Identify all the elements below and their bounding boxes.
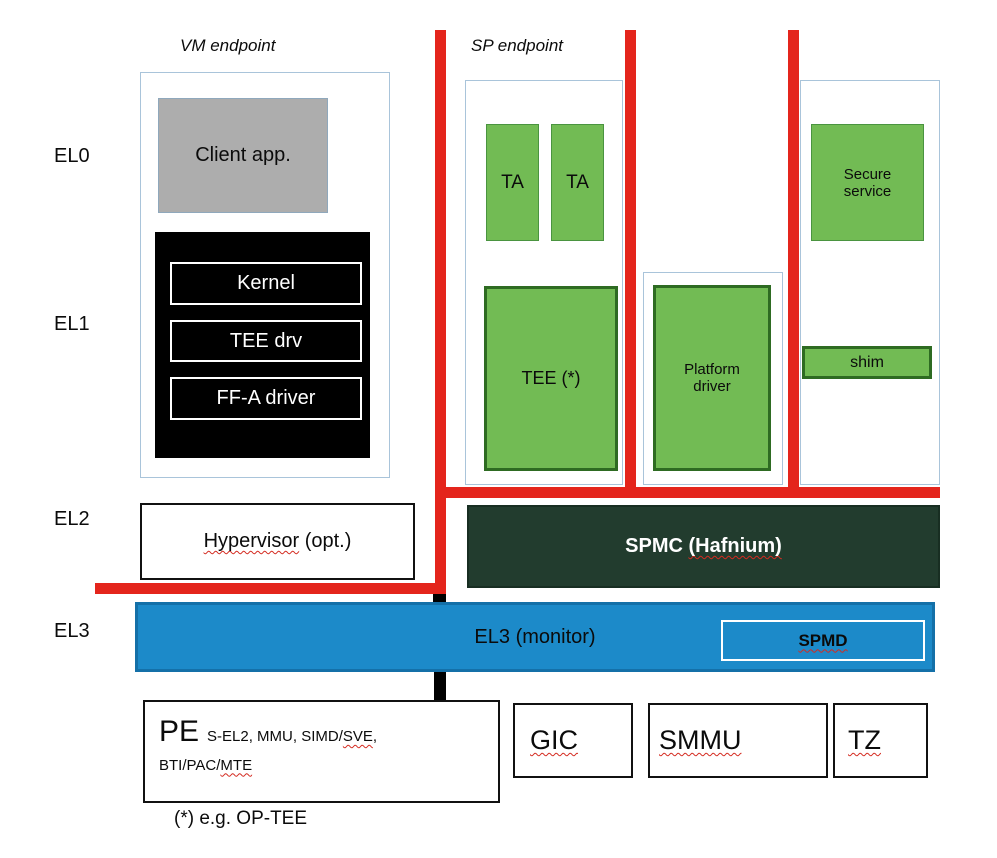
red-line-vertical-2 <box>625 30 636 498</box>
pe-label: PE <box>159 715 200 748</box>
ta-box-2: TA <box>551 124 604 241</box>
red-line-vertical-3 <box>788 30 799 498</box>
sp-endpoint-container-3: Secure service shim <box>800 80 940 485</box>
ta-box-1: TA <box>486 124 539 241</box>
spmc-label: SPMC (Hafnium) <box>625 535 782 557</box>
spmc-box: SPMC (Hafnium) <box>467 505 940 588</box>
secure-service-label: Secure service <box>843 165 892 200</box>
kernel-label: Kernel <box>237 272 295 294</box>
smmu-label: SMMU <box>659 725 742 755</box>
tee-label: TEE (*) <box>521 368 581 388</box>
kernel-stack: Kernel TEE drv FF-A driver <box>155 232 370 458</box>
ta-label-1: TA <box>501 171 524 193</box>
tz-label: TZ <box>848 725 881 755</box>
smmu-box: SMMU <box>648 703 828 778</box>
el0-label: EL0 <box>54 145 90 167</box>
sp-endpoint-container-1: TA TA TEE (*) <box>465 80 623 485</box>
el3-monitor-box: EL3 (monitor) SPMD <box>135 602 935 672</box>
client-app-box: Client app. <box>158 98 328 213</box>
tz-box: TZ <box>833 703 928 778</box>
red-line-horizontal-sp <box>441 487 940 498</box>
footnote: (*) e.g. OP-TEE <box>174 808 308 829</box>
tee-drv-label: TEE drv <box>229 329 303 352</box>
shim-box: shim <box>802 346 932 379</box>
el2-label: EL2 <box>54 508 90 530</box>
tee-box: TEE (*) <box>484 286 618 471</box>
red-line-vertical-1 <box>435 30 446 594</box>
shim-label: shim <box>850 353 884 371</box>
spmd-label: SPMD <box>798 630 848 650</box>
ffa-driver-label: FF-A driver <box>216 387 316 409</box>
platform-driver-label: Platform driver <box>684 361 740 395</box>
el3-monitor-label: EL3 (monitor) <box>474 625 596 648</box>
el1-label: EL1 <box>54 313 90 335</box>
vm-endpoint-label: VM endpoint <box>180 36 276 55</box>
platform-driver-box: Platform driver <box>653 285 771 471</box>
red-line-horizontal-vm <box>95 583 446 594</box>
secure-service-box: Secure service <box>811 124 924 241</box>
hypervisor-box: Hypervisor (opt.) <box>140 503 415 580</box>
sp-endpoint-container-2: Platform driver <box>643 272 783 485</box>
tee-drv-box: TEE drv <box>170 320 362 362</box>
gic-label: GIC <box>530 725 579 755</box>
pe-features: S-EL2, MMU, SIMD/SVE,BTI/PAC/MTE <box>159 728 378 774</box>
client-app-label: Client app. <box>195 144 291 166</box>
connector-nub-bottom <box>434 670 446 702</box>
kernel-box: Kernel <box>170 262 362 305</box>
gic-box: GIC <box>513 703 633 778</box>
ffa-driver-box: FF-A driver <box>170 377 362 420</box>
el3-label: EL3 <box>54 620 90 642</box>
sp-endpoint-label: SP endpoint <box>471 36 563 55</box>
ta-label-2: TA <box>566 171 589 193</box>
hypervisor-label: Hypervisor (opt.) <box>203 530 352 552</box>
spmd-box: SPMD <box>721 620 925 661</box>
